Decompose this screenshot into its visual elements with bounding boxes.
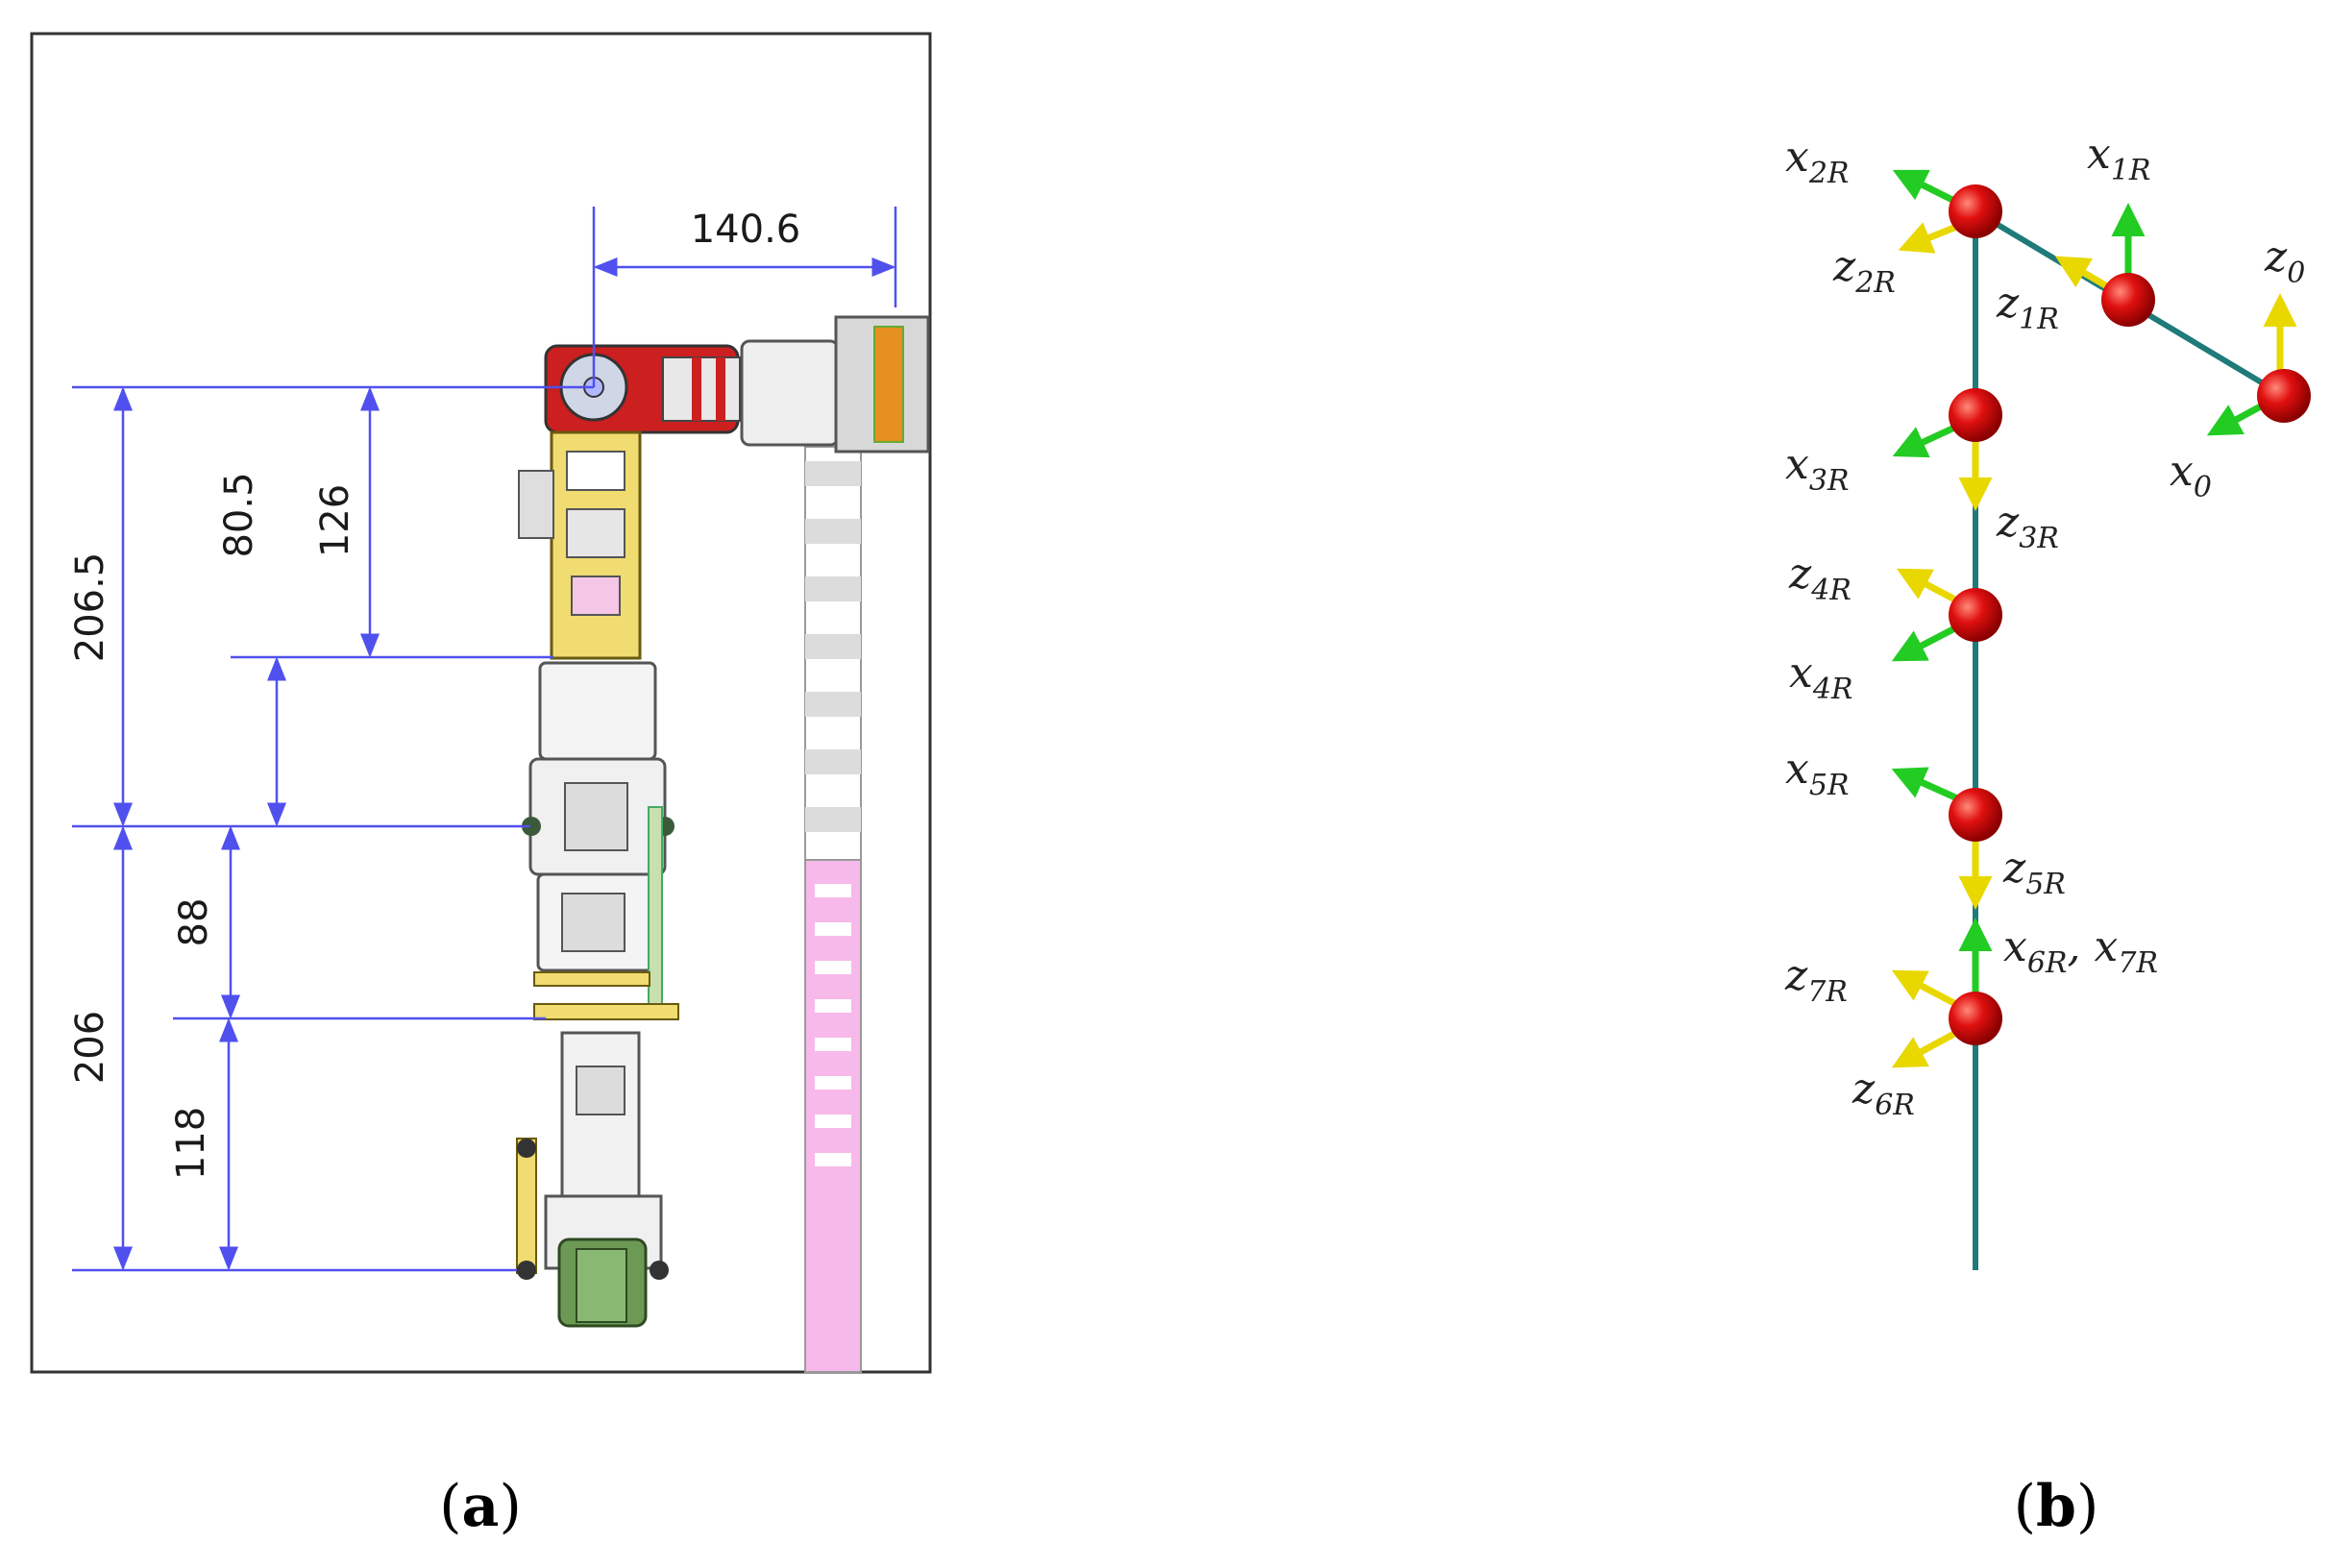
thigh-link [518, 430, 642, 660]
ankle-assembly [516, 1031, 669, 1328]
knee-assembly [522, 661, 679, 1020]
dim-label-80-5: 80.5 [217, 472, 261, 557]
dim-label-206: 206 [68, 1011, 112, 1084]
label-z1R: z1R [1996, 279, 2059, 336]
panel-a-caption-label: a [462, 1473, 500, 1540]
label-x4R: x4R [1789, 649, 1853, 706]
label-x5R: x5R [1785, 745, 1850, 802]
x5R-arrow [1891, 767, 1968, 806]
label-z3R: z3R [1996, 498, 2059, 555]
panel-a-frame [30, 32, 932, 1374]
joint-6R-7R [1949, 992, 2002, 1045]
dimension-lines [72, 207, 897, 1272]
joint-1R [2101, 273, 2155, 327]
label-x1R: x1R [2087, 130, 2151, 187]
joint-0 [2257, 369, 2311, 423]
label-z5R: z5R [2002, 844, 2066, 901]
joint-2R [1949, 184, 2002, 238]
label-z0: z0 [2264, 233, 2305, 290]
panel-a: 140.6 206.5 206 80.5 126 88 118 (a) [30, 32, 932, 1540]
dim-label-206-5: 206.5 [68, 552, 112, 663]
label-z7R: z7R [1784, 951, 1848, 1009]
label-z4R: z4R [1788, 550, 1852, 607]
support-bar [804, 446, 862, 1373]
panel-a-caption: (a) [439, 1473, 522, 1540]
label-x3R: x3R [1785, 440, 1850, 498]
label-z2R: z2R [1832, 242, 1896, 300]
joint-4R [1949, 588, 2002, 642]
axis-labels: x2R z2R x1R z1R z0 x0 x3R z3R z4R x4R x5… [1784, 130, 2305, 1122]
joint-5R [1949, 788, 2002, 842]
panel-b-caption-label: b [2036, 1473, 2076, 1540]
joint-3R [1949, 388, 2002, 442]
kinematic-links [1973, 208, 2286, 1270]
dim-label-118: 118 [169, 1107, 213, 1180]
dim-label-126: 126 [313, 484, 357, 557]
robot-leg-drawing [516, 315, 930, 1373]
panel-b-caption: (b) [2014, 1473, 2099, 1540]
dim-label-140-6: 140.6 [691, 208, 801, 252]
label-x0: x0 [2170, 447, 2212, 504]
label-z6R: z6R [1852, 1065, 1915, 1122]
joints [1949, 184, 2311, 1045]
panel-b: x2R z2R x1R z1R z0 x0 x3R z3R z4R x4R x5… [1784, 130, 2311, 1540]
label-x2R: x2R [1785, 133, 1850, 190]
dim-label-88: 88 [172, 898, 216, 947]
label-x6R-x7R: x6R, x7R [2003, 922, 2158, 980]
